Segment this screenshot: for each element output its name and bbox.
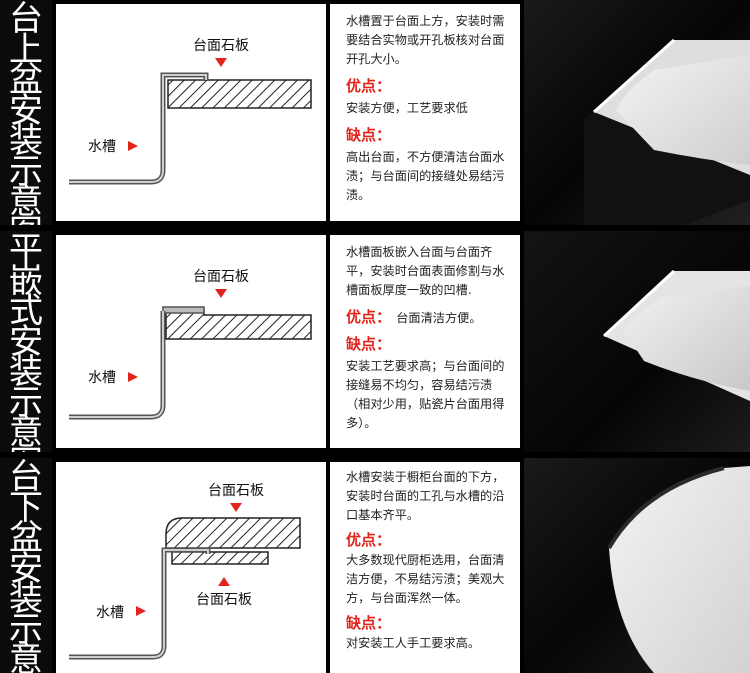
- intro-text: 水槽安装于橱柜台面的下方，安装时台面的工孔与水槽的沿口基本齐平。: [346, 470, 505, 522]
- diagram-undermount: 台面石板 台面石板 水槽: [56, 462, 326, 673]
- pros-heading: 优点：: [346, 77, 392, 95]
- pros-text: 安装方便，工艺要求低: [346, 101, 468, 115]
- arrow-right-icon: [136, 606, 146, 616]
- cons-heading: 缺点：: [346, 614, 392, 632]
- sink-photo: [524, 231, 750, 452]
- support-stone: [171, 551, 269, 565]
- arrow-up-icon: [218, 577, 230, 586]
- label-countertop-stone: 台面石板: [193, 269, 249, 285]
- label-countertop-stone: 台面石板: [193, 38, 249, 54]
- side-title: 台下盆安装示意图: [9, 458, 43, 673]
- arrow-right-icon: [128, 372, 138, 382]
- side-title: 台上盆安装示意图: [9, 0, 43, 225]
- description-card: 水槽置于台面上方，安装时需要结合实物或开孔板核对台面开孔大小。 优点： 安装方便…: [330, 4, 520, 221]
- side-title-bar: 台上盆安装示意图: [0, 0, 52, 225]
- sink-photo: [524, 458, 750, 673]
- side-title-bar: 平嵌式安装示意图: [0, 231, 52, 452]
- diagram-top-mount: 台面石板 水槽: [56, 4, 326, 221]
- panel-undermount: 台下盆安装示意图 台面石板 台面石板 水槽 水槽安装于橱柜台面的下方，安装时台面…: [0, 458, 750, 673]
- cons-heading: 缺点：: [346, 126, 392, 144]
- sink-photo: [524, 0, 750, 225]
- pros-heading: 优点：: [346, 308, 392, 326]
- arrow-down-icon: [230, 503, 242, 512]
- side-title: 平嵌式安装示意图: [9, 231, 43, 452]
- label-sink: 水槽: [88, 139, 116, 155]
- intro-text: 水槽面板嵌入台面与台面齐平，安装时台面表面修割与水槽面板厚度一致的凹槽.: [346, 245, 505, 297]
- label-countertop-stone-bottom: 台面石板: [196, 592, 252, 608]
- countertop-stone: [165, 517, 301, 549]
- label-sink: 水槽: [96, 605, 124, 621]
- cons-text: 高出台面，不方便清洁台面水渍；与台面间的接缝处易结污渍。: [346, 150, 505, 202]
- sink-edge-outer: [69, 547, 211, 660]
- panel-top-mount: 台上盆安装示意图 台面石板 水槽 水槽置于台面上方，安装时需要结合实物或开孔板核…: [0, 0, 750, 225]
- arrow-right-icon: [128, 141, 138, 151]
- intro-text: 水槽置于台面上方，安装时需要结合实物或开孔板核对台面开孔大小。: [346, 14, 505, 66]
- arrow-down-icon: [215, 289, 227, 298]
- pros-text: 大多数现代厨柜选用，台面清洁方便，不易结污渍；美观大方，与台面浑然一体。: [346, 553, 505, 605]
- countertop-stone: [167, 79, 312, 109]
- panel-flush-mount: 平嵌式安装示意图 台面石板 水槽 水槽面板嵌入台面与台面齐平，安装时台面表面修割…: [0, 231, 750, 452]
- cons-heading: 缺点：: [346, 335, 392, 353]
- arrow-down-icon: [215, 58, 227, 67]
- sink-edge-inner: [69, 549, 209, 658]
- label-countertop-stone-top: 台面石板: [208, 483, 264, 499]
- sink-edge-inner: [69, 311, 164, 418]
- side-title-bar: 台下盆安装示意图: [0, 458, 52, 673]
- cons-text: 对安装工人手工要求高。: [346, 636, 481, 650]
- sink-flange: [162, 306, 205, 314]
- pros-text: 台面清洁方便。: [396, 311, 482, 325]
- description-card: 水槽安装于橱柜台面的下方，安装时台面的工孔与水槽的沿口基本齐平。 优点： 大多数…: [330, 462, 520, 673]
- cons-text: 安装工艺要求高；与台面间的接缝易不均匀，容易结污渍（相对少用，贴瓷片台面用得多）…: [346, 359, 505, 430]
- label-sink: 水槽: [88, 370, 116, 386]
- description-card: 水槽面板嵌入台面与台面齐平，安装时台面表面修割与水槽面板厚度一致的凹槽. 优点：…: [330, 235, 520, 448]
- sink-edge-inner: [69, 74, 207, 183]
- sink-edge-outer: [69, 311, 166, 420]
- pros-line: 优点： 台面清洁方便。: [346, 306, 510, 329]
- diagram-flush-mount: 台面石板 水槽: [56, 235, 326, 448]
- pros-heading: 优点：: [346, 531, 392, 549]
